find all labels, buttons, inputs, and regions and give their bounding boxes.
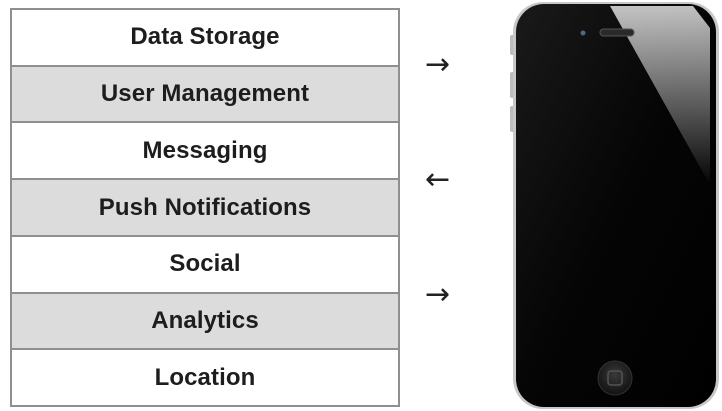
screen-glare xyxy=(610,6,710,185)
left-arrow-icon: ← xyxy=(425,162,451,197)
stack-item-analytics: Analytics xyxy=(12,293,398,351)
stack-item-user-management: User Management xyxy=(12,66,398,124)
stack-item-location: Location xyxy=(12,350,398,406)
stack-item-push-notifications: Push Notifications xyxy=(12,180,398,237)
right-arrow-icon: → xyxy=(425,47,451,82)
stack-item-messaging: Messaging xyxy=(12,123,398,181)
stack-item-data-storage: Data Storage xyxy=(12,10,398,67)
smartphone-icon xyxy=(505,0,722,411)
right-arrow-icon: → xyxy=(425,277,451,312)
stack-item-social: Social xyxy=(12,236,398,294)
feature-stack: Data Storage User Management Messaging P… xyxy=(10,8,400,407)
